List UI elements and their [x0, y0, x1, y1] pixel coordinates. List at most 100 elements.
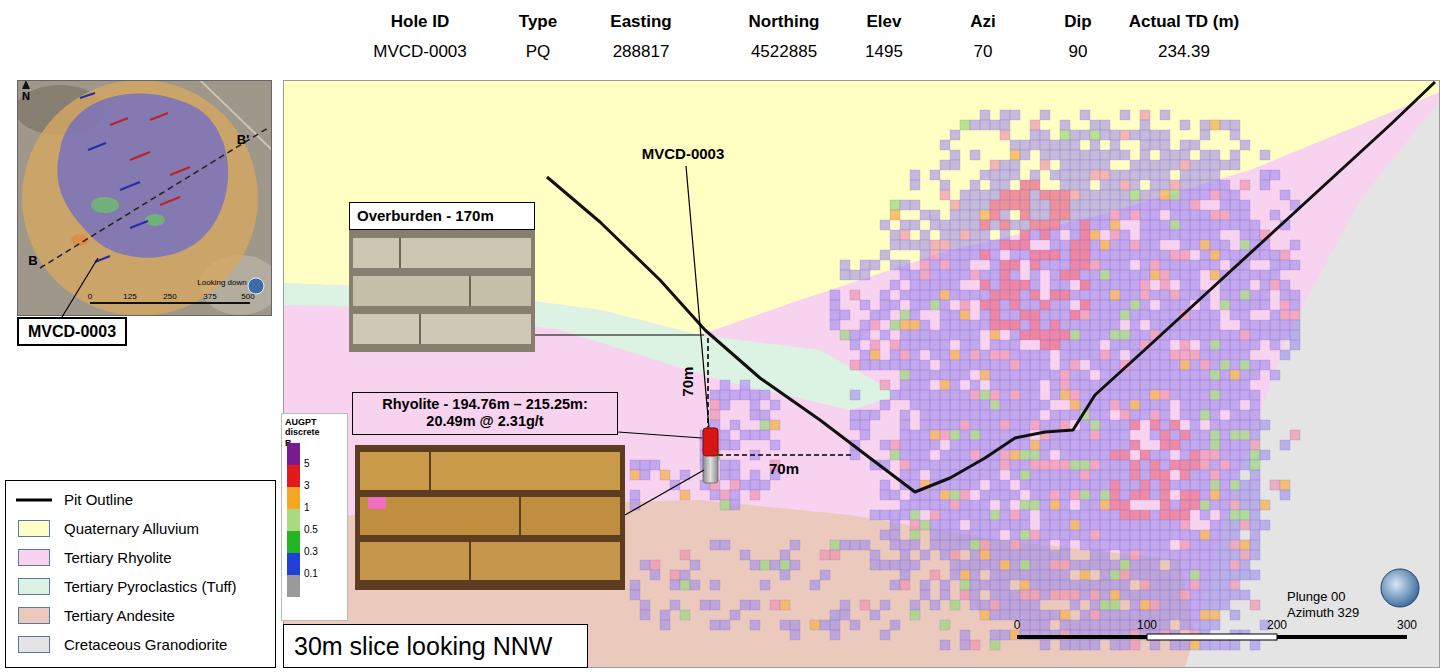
block-cell: [1120, 250, 1130, 260]
core-row: [360, 497, 620, 535]
block-cell: [1050, 420, 1060, 430]
block-cell: [1030, 440, 1040, 450]
block-cell: [1130, 410, 1140, 420]
block-cell: [910, 300, 920, 310]
block-cell: [980, 280, 990, 290]
block-cell: [1200, 580, 1210, 590]
block-cell: [1020, 150, 1030, 160]
block-cell: [960, 430, 970, 440]
block-cell: [1210, 270, 1220, 280]
scale-number: 500: [241, 292, 254, 301]
block-cell: [1000, 390, 1010, 400]
block-cell: [830, 550, 840, 560]
block-cell: [1140, 460, 1150, 470]
block-cell: [1160, 620, 1170, 630]
block-cell: [1060, 240, 1070, 250]
block-cell: [1170, 190, 1180, 200]
block-cell: [1060, 460, 1070, 470]
block-cell: [850, 390, 860, 400]
block-cell: [1010, 410, 1020, 420]
block-cell: [890, 540, 900, 550]
block-cell: [1020, 240, 1030, 250]
block-cell: [1200, 210, 1210, 220]
block-cell: [950, 150, 960, 160]
drill-trace: [160, 197, 180, 205]
block-cell: [1080, 540, 1090, 550]
block-cell: [940, 350, 950, 360]
block-cell: [1190, 640, 1200, 650]
block-cell: [1090, 410, 1100, 420]
block-cell: [1020, 400, 1030, 410]
block-cell: [830, 630, 840, 640]
block-cell: [1180, 220, 1190, 230]
pit-shell: [22, 80, 258, 316]
block-cell: [1190, 330, 1200, 340]
block-cell: [1200, 240, 1210, 250]
block-cell: [1090, 520, 1100, 530]
block-cell: [930, 390, 940, 400]
block-cell: [1090, 610, 1100, 620]
block-cell: [1060, 150, 1070, 160]
block-cell: [1050, 220, 1060, 230]
block-cell: [1180, 510, 1190, 520]
block-cell: [930, 260, 940, 270]
block-cell: [890, 240, 900, 250]
block-cell: [1080, 640, 1090, 650]
block-cell: [1050, 190, 1060, 200]
block-cell: [1010, 290, 1020, 300]
block-cell: [1230, 280, 1240, 290]
block-cell: [1250, 450, 1260, 460]
block-cell: [1180, 560, 1190, 570]
block-cell: [1040, 340, 1050, 350]
table-cell: 1495: [865, 42, 903, 62]
block-cell: [1090, 130, 1100, 140]
block-cell: [1260, 150, 1270, 160]
block-cell: [1220, 560, 1230, 570]
block-cell: [1110, 210, 1120, 220]
block-cell: [890, 560, 900, 570]
block-cell: [1200, 220, 1210, 230]
block-cell: [1080, 480, 1090, 490]
block-cell: [1150, 220, 1160, 230]
block-cell: [990, 290, 1000, 300]
block-cell: [1160, 400, 1170, 410]
block-cell: [1000, 420, 1010, 430]
block-cell: [1190, 240, 1200, 250]
block-cell: [910, 170, 920, 180]
rhyolite-unit: [283, 80, 1440, 668]
block-cell: [950, 270, 960, 280]
block-cell: [1050, 200, 1060, 210]
block-cell: [960, 630, 970, 640]
block-cell: [1140, 360, 1150, 370]
block-cell: [1090, 640, 1100, 650]
block-cell: [1040, 610, 1050, 620]
block-cell: [1040, 500, 1050, 510]
block-cell: [1180, 640, 1190, 650]
block-cell: [1160, 530, 1170, 540]
block-cell: [970, 570, 980, 580]
block-cell: [1140, 240, 1150, 250]
block-cell: [840, 310, 850, 320]
block-cell: [940, 310, 950, 320]
block-cell: [1030, 320, 1040, 330]
block-cell: [1150, 430, 1160, 440]
block-cell: [1030, 130, 1040, 140]
block-cell: [1070, 160, 1080, 170]
block-cell: [1210, 390, 1220, 400]
block-cell: [630, 590, 640, 600]
block-cell: [1090, 260, 1100, 270]
block-cell: [1040, 550, 1050, 560]
block-cell: [1230, 490, 1240, 500]
block-cell: [960, 350, 970, 360]
block-cell: [1220, 430, 1230, 440]
block-cell: [1220, 350, 1230, 360]
block-cell: [830, 610, 840, 620]
block-cell: [1150, 270, 1160, 280]
block-cell: [840, 270, 850, 280]
block-cell: [1090, 160, 1100, 170]
block-cell: [1070, 230, 1080, 240]
block-cell: [940, 230, 950, 240]
dimension-label: 70m: [769, 460, 799, 477]
block-cell: [940, 550, 950, 560]
block-cell: [900, 550, 910, 560]
